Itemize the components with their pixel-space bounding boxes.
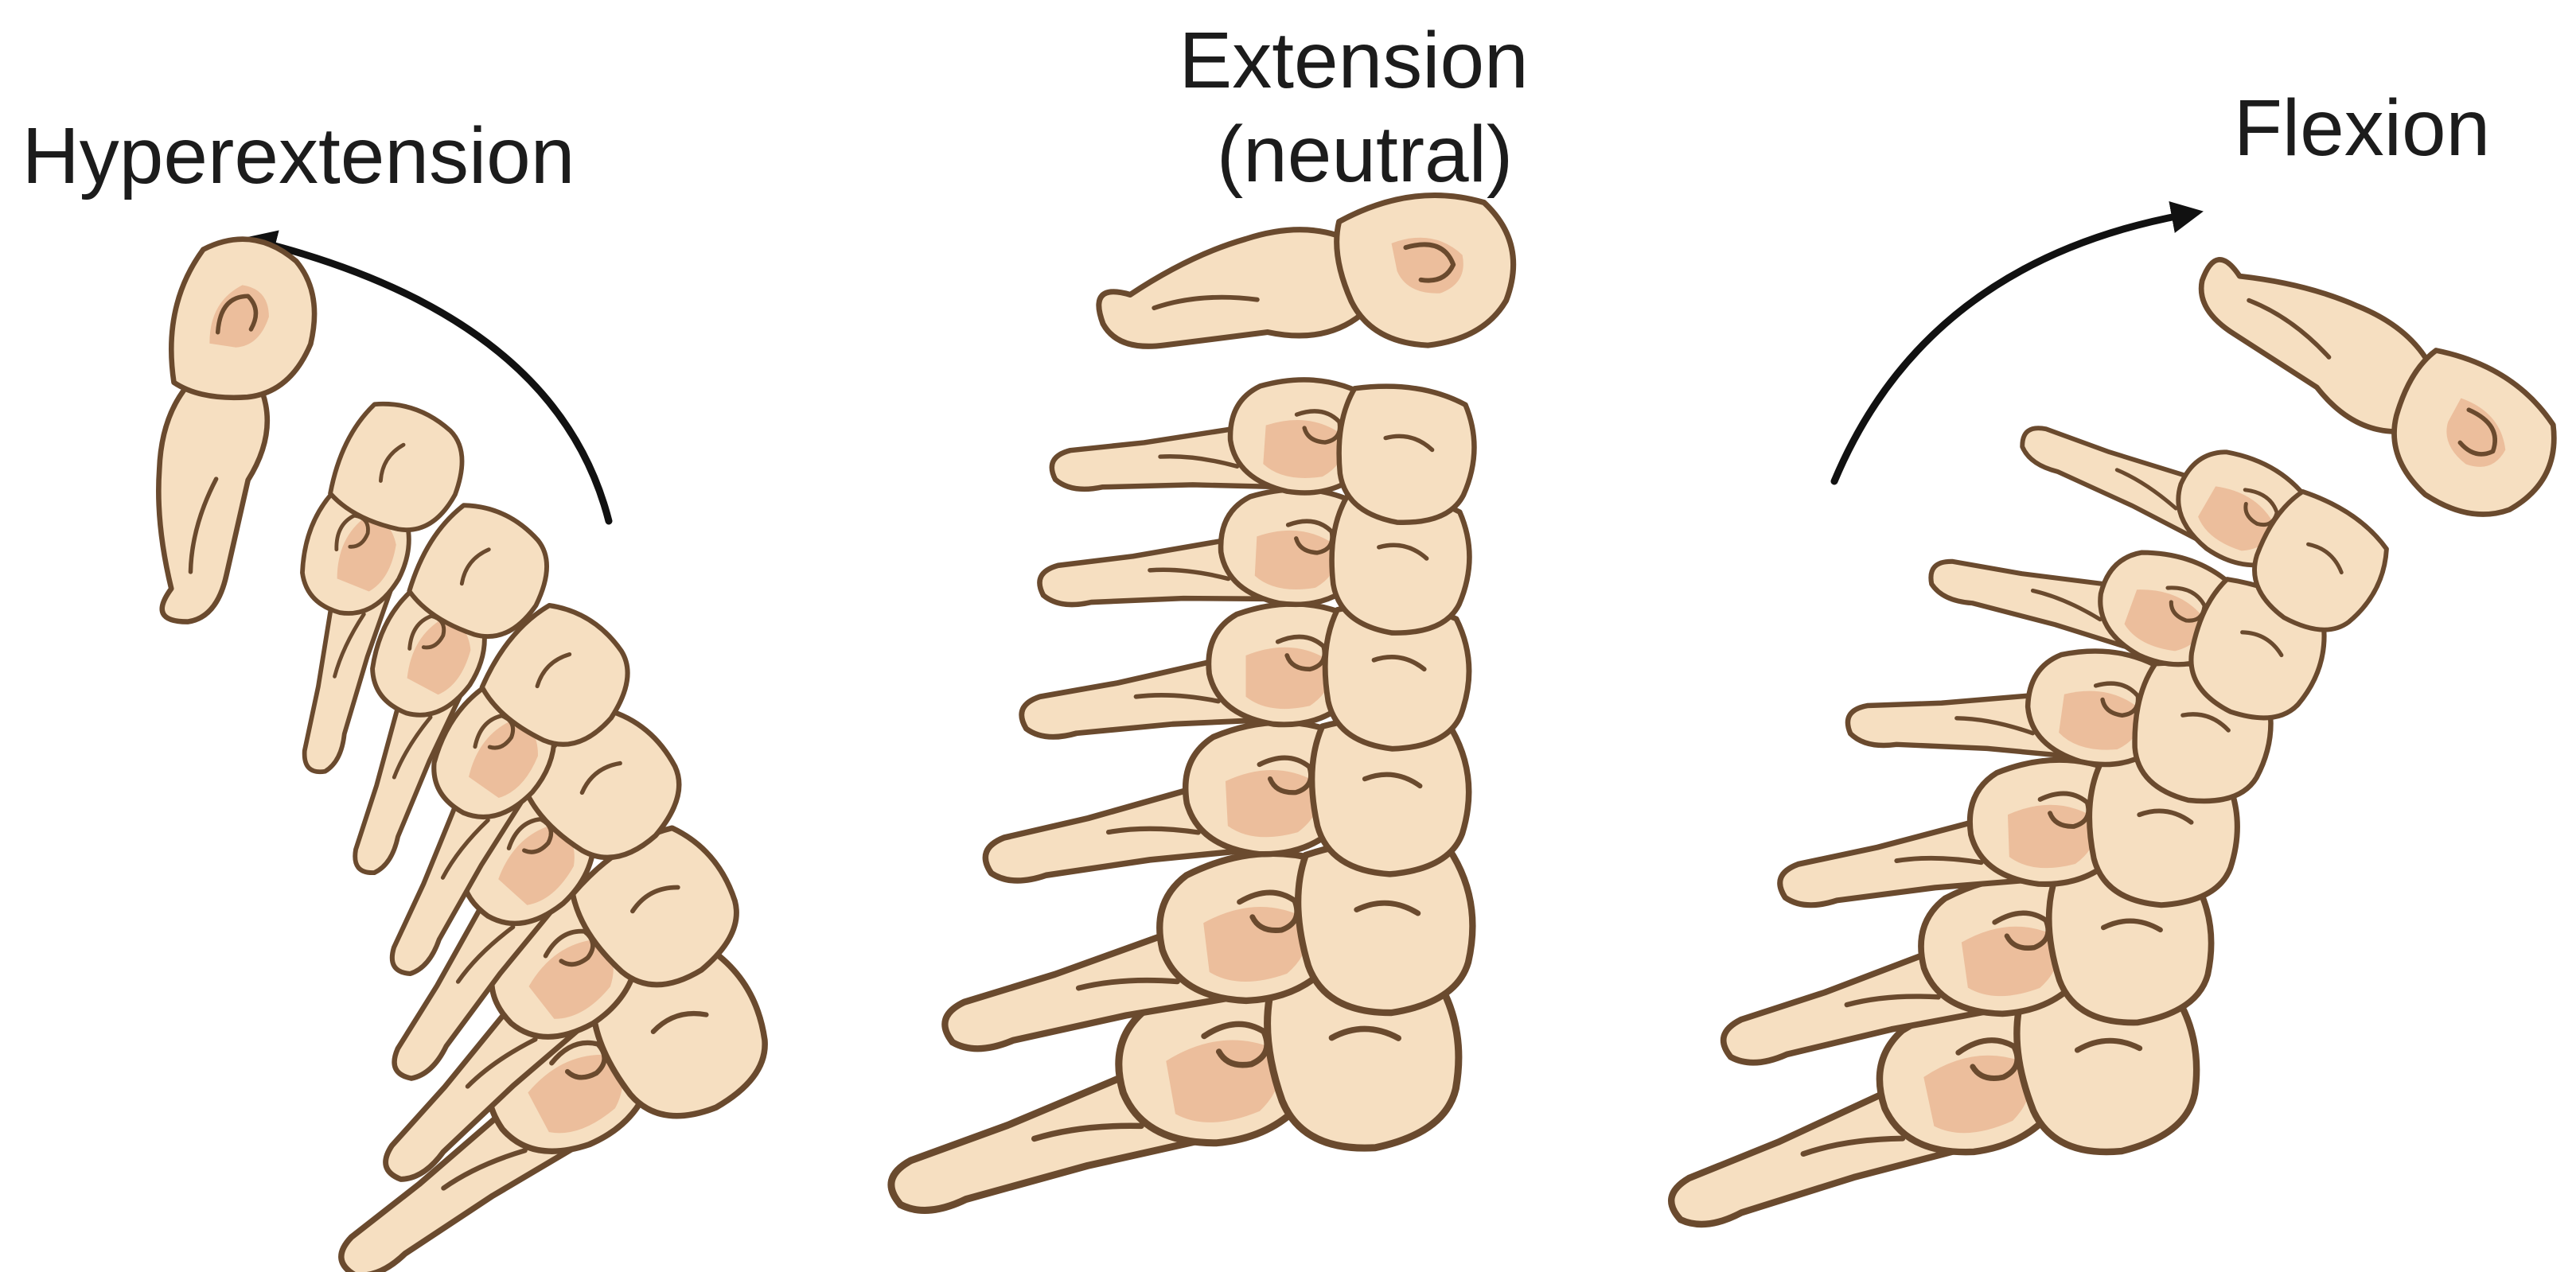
panel-flexion: Flexion (1643, 84, 2576, 1245)
hyperextension-arrow-icon (244, 230, 613, 525)
panel-label-flexion: Flexion (2234, 84, 2490, 173)
panel-label-extension-line-1: Extension (1179, 16, 1529, 105)
panel-label-extension: Extension (neutral) (1179, 16, 1551, 199)
flexion-arrow-icon (1830, 201, 2204, 485)
panel-label-extension-line-2: (neutral) (1217, 110, 1513, 199)
panel-hyperextension: Hyperextension (22, 111, 790, 1272)
panel-label-hyperextension: Hyperextension (22, 111, 575, 200)
panel-extension: Extension (neutral) (867, 16, 1551, 1231)
